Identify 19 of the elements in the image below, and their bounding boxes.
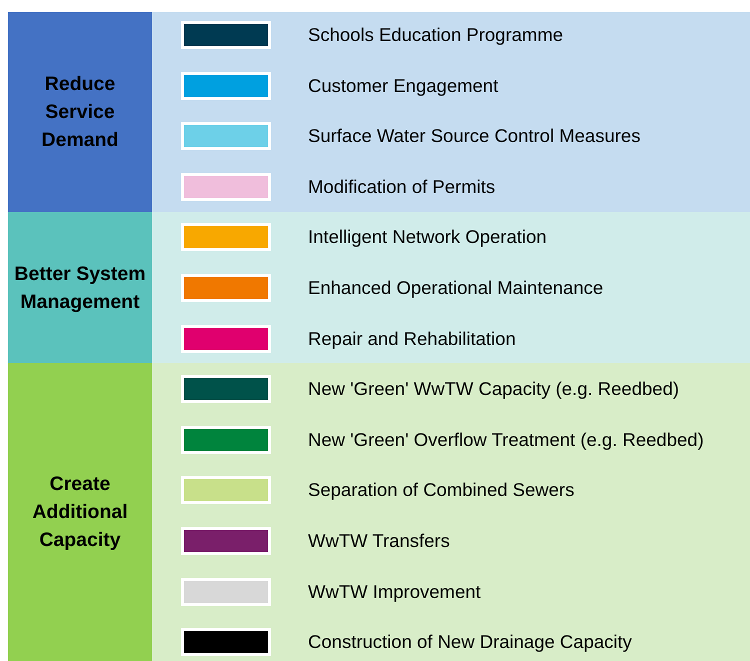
category-title: Reduce Service Demand <box>40 72 120 153</box>
legend-label: New 'Green' Overflow Treatment (e.g. Reedbed) <box>308 428 704 452</box>
legend-label: WwTW Transfers <box>308 529 450 553</box>
category-band <box>8 363 152 661</box>
legend-label: Surface Water Source Control Measures <box>308 124 640 148</box>
category-band <box>8 12 152 212</box>
legend-label: Enhanced Operational Maintenance <box>308 276 604 300</box>
legend-label: New 'Green' WwTW Capacity (e.g. Reedbed) <box>308 377 680 402</box>
legend-label: Intelligent Network Operation <box>308 225 547 250</box>
legend-label: Separation of Combined Sewers <box>308 478 574 502</box>
legend-label: Construction of New Drainage Capacity <box>308 630 632 654</box>
category-title: Better System Management <box>14 262 146 314</box>
legend-label: Customer Engagement <box>308 74 498 98</box>
legend-label: Modification of Permits <box>308 174 496 199</box>
legend-label: WwTW Improvement <box>308 580 481 604</box>
legend-label: Schools Education Programme <box>308 23 564 47</box>
legend-label: Repair and Rehabilitation <box>308 326 516 351</box>
category-band <box>8 212 152 363</box>
category-title: Create Additional Capacity <box>31 472 129 553</box>
